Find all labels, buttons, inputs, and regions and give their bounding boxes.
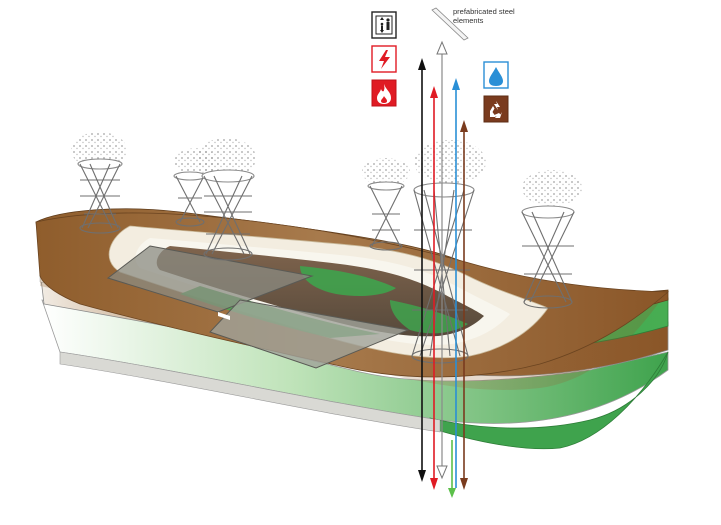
- elevator-arrow-up: [418, 58, 426, 70]
- steel-tower: [521, 205, 575, 309]
- steel-tower: [201, 169, 255, 261]
- steel-tower: [77, 158, 123, 234]
- elevator-icon: [371, 11, 397, 39]
- elevator-arrow-down: [418, 470, 426, 482]
- green-arrow-down: [448, 488, 456, 498]
- electric-arrow-down: [430, 478, 438, 490]
- service-lines: [418, 40, 468, 498]
- electric-arrow-up: [430, 86, 438, 98]
- steel-arrow-down: [436, 465, 448, 480]
- water-arrow-up: [452, 78, 460, 90]
- annotation-line-2: elements: [453, 16, 484, 25]
- steel-elements-annotation: prefabricated steel elements: [453, 7, 573, 25]
- recycle-icon: [483, 95, 509, 123]
- steel-tower: [173, 171, 207, 227]
- steel-towers: [77, 158, 575, 364]
- steel-tower-central: [411, 182, 475, 364]
- steel-arrow-up: [436, 40, 448, 55]
- lower-slab: [41, 299, 669, 450]
- steel-element-pointer: [431, 7, 469, 41]
- fire-icon: [371, 79, 397, 107]
- waste-arrow-up: [460, 120, 468, 132]
- waste-arrow-down: [460, 478, 468, 490]
- annotation-line-1: prefabricated steel: [453, 7, 515, 16]
- water-icon: [483, 61, 509, 89]
- tower-canopies: [71, 132, 582, 206]
- glass-plates: [106, 245, 410, 369]
- steel-tower: [367, 181, 405, 251]
- electricity-icon: [371, 45, 397, 73]
